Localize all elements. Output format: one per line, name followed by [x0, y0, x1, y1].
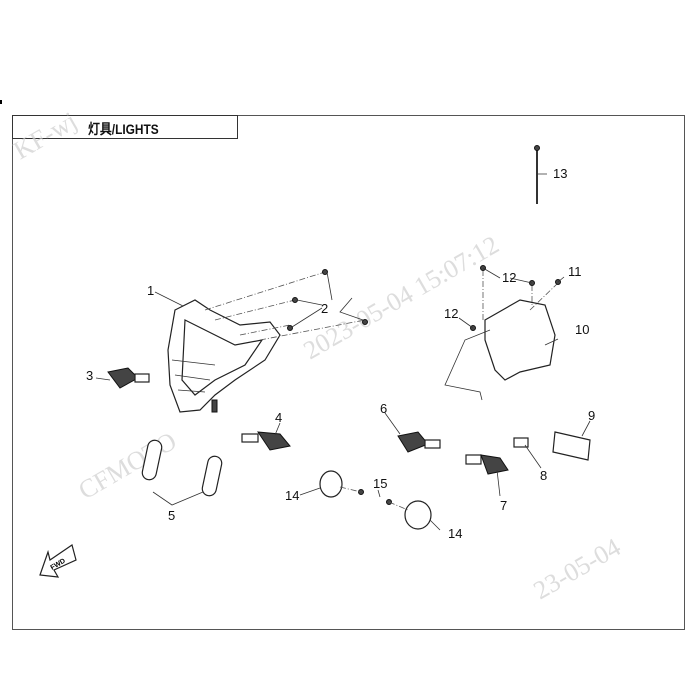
callout-13: 13 [553, 166, 567, 181]
part-reflector-14[interactable] [319, 470, 432, 530]
watermark-brand: CFMOTO [74, 426, 182, 505]
part-headlight[interactable] [167, 299, 281, 413]
diagram-frame [12, 115, 685, 630]
callout-5: 5 [168, 508, 175, 523]
callout-8: 8 [540, 468, 547, 483]
part-relay-8[interactable] [513, 437, 529, 448]
part-reflectors[interactable] [141, 439, 223, 506]
part-bolt-13[interactable] [534, 145, 540, 205]
callout-15: 15 [373, 476, 387, 491]
part-rear-light-10[interactable] [444, 270, 559, 401]
callout-12a: 12 [502, 270, 516, 285]
callout-4: 4 [275, 410, 282, 425]
callout-3: 3 [86, 368, 93, 383]
part-turn-signal-6[interactable] [397, 431, 441, 453]
title-box [12, 115, 238, 139]
callout-7: 7 [500, 498, 507, 513]
callout-6: 6 [380, 401, 387, 416]
corner-mark [0, 100, 2, 104]
callout-2: 2 [321, 301, 328, 316]
part-bolts[interactable] [204, 269, 368, 341]
part-turn-signal-4[interactable] [241, 431, 291, 451]
part-turn-signal-3[interactable] [107, 367, 150, 389]
watermark-datetime: 2023-05-04 15:07:12 [299, 230, 504, 365]
callout-labels: 1 2 3 4 5 6 7 8 9 10 11 12 12 13 14 14 1… [86, 166, 595, 541]
part-plate-9[interactable] [552, 431, 591, 461]
callout-14b: 14 [448, 526, 462, 541]
callout-1: 1 [147, 283, 154, 298]
part-turn-signal-7[interactable] [465, 454, 509, 475]
callout-9: 9 [588, 408, 595, 423]
watermark-user: KF-wj [9, 106, 82, 165]
callout-12b: 12 [444, 306, 458, 321]
diagram-title: 灯具/LIGHTS [88, 121, 159, 137]
fwd-arrow-icon: FWD [39, 544, 77, 578]
callout-11: 11 [568, 264, 582, 279]
callout-10: 10 [575, 322, 589, 337]
callout-14a: 14 [285, 488, 299, 503]
watermark-date: 23-05-04 [529, 532, 626, 605]
